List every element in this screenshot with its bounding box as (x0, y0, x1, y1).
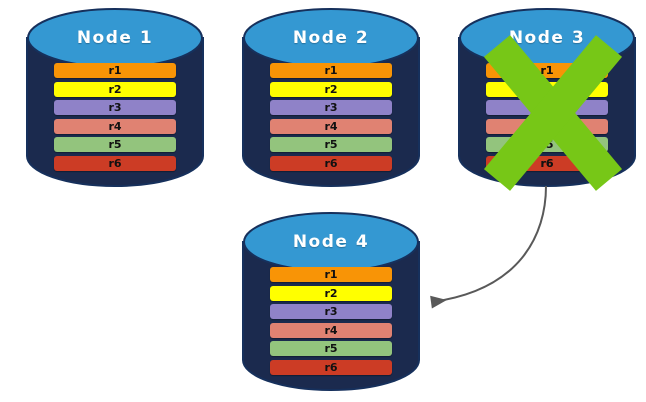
row-label-r2: r2 (108, 82, 122, 96)
row-r1[interactable]: r1 (270, 63, 392, 78)
row-r6[interactable]: r6 (270, 156, 392, 171)
row-r3[interactable]: r3 (54, 100, 176, 116)
row-label-r6: r6 (324, 361, 338, 374)
row-label-r2: r2 (324, 286, 338, 300)
row-label-r6: r6 (108, 157, 122, 170)
row-r4[interactable]: r4 (54, 118, 176, 134)
row-r3[interactable]: r3 (270, 100, 392, 116)
failover-arrow-line (430, 185, 547, 309)
cylinder-top-ellipse (459, 8, 635, 68)
row-label-r5: r5 (540, 138, 554, 152)
row-r4[interactable]: r4 (270, 118, 392, 134)
row-label-r3: r3 (324, 305, 338, 319)
row-label-r5: r5 (324, 342, 338, 356)
row-r4[interactable]: r4 (270, 322, 392, 338)
row-r2[interactable]: r2 (270, 81, 392, 97)
cylinder-top-ellipse (243, 8, 419, 68)
row-r5[interactable]: r5 (270, 137, 392, 153)
row-label-r3: r3 (540, 101, 554, 115)
row-label-r1: r1 (108, 64, 122, 77)
row-label-r4: r4 (324, 323, 338, 337)
row-label-r2: r2 (324, 82, 338, 96)
row-label-r2: r2 (540, 82, 554, 96)
row-label-r4: r4 (108, 119, 122, 133)
row-r2[interactable]: r2 (270, 285, 392, 301)
row-label-overlay-r6: r6 (540, 157, 554, 170)
row-r5[interactable]: r5 (270, 341, 392, 357)
row-r1[interactable]: r1 (54, 63, 176, 78)
row-label-r5: r5 (324, 138, 338, 152)
row-r5[interactable]: r5 (486, 137, 608, 153)
row-r4[interactable]: r4 (486, 118, 608, 134)
row-r1[interactable]: r1 (270, 267, 392, 282)
row-label-r3: r3 (324, 101, 338, 115)
row-label-r3: r3 (108, 101, 122, 115)
row-label-overlay-r1: r1 (540, 64, 554, 77)
row-r6[interactable]: r6 (270, 360, 392, 375)
row-r5[interactable]: r5 (54, 137, 176, 153)
row-label-r4: r4 (324, 119, 338, 133)
row-label-r4: r4 (540, 119, 554, 133)
row-r3[interactable]: r3 (486, 100, 608, 116)
row-label-r1: r1 (324, 64, 338, 77)
row-label-r6: r6 (324, 157, 338, 170)
row-r3[interactable]: r3 (270, 304, 392, 320)
row-r6[interactable]: r6 (54, 156, 176, 171)
cylinder-top-ellipse (27, 8, 203, 68)
row-r2[interactable]: r2 (54, 81, 176, 97)
cylinder-top-ellipse (243, 212, 419, 272)
row-r2[interactable]: r2 (486, 81, 608, 97)
row-label-r5: r5 (108, 138, 122, 152)
row-label-r1: r1 (324, 268, 338, 281)
